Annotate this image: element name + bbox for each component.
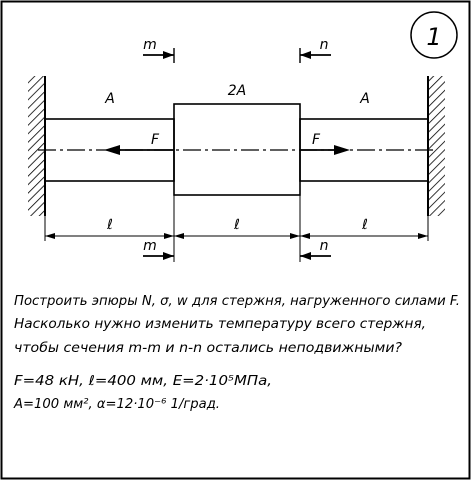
given-line-1: F=48 кН, ℓ=400 мм, E=2·10⁵МПа, <box>14 373 272 389</box>
section-n-bottom-label: n <box>320 238 329 254</box>
dimension-lines <box>44 181 429 262</box>
section-n-top-label: n <box>320 37 329 53</box>
force-label-left: F <box>151 132 160 148</box>
task-line-3: чтобы сечения m-m и n-n остались неподви… <box>14 340 402 356</box>
section-n-top-marker <box>299 48 331 63</box>
problem-number-badge: 1 <box>410 11 458 59</box>
left-wall-support <box>28 76 46 216</box>
task-line-2: Насколько нужно изменить температуру все… <box>14 316 426 332</box>
length-label-3: ℓ <box>361 217 368 233</box>
length-label-2: ℓ <box>233 217 240 233</box>
length-label-1: ℓ <box>106 217 113 233</box>
section-m-top-label: m <box>143 37 157 53</box>
right-wall-support <box>427 76 445 216</box>
area-label-right: A <box>359 91 370 107</box>
force-arrow-right <box>300 145 350 155</box>
section-n-bottom-marker <box>300 252 331 260</box>
problem-number: 1 <box>426 23 441 51</box>
force-label-right: F <box>312 132 321 148</box>
section-m-bottom-marker <box>143 252 174 260</box>
force-arrow-left <box>104 145 174 155</box>
given-line-2: A=100 мм², α=12·10⁻⁶ 1/град. <box>13 396 220 412</box>
area-label-middle: 2A <box>228 83 246 99</box>
section-m-top-marker <box>143 48 175 63</box>
section-m-bottom-label: m <box>143 238 157 254</box>
area-label-left: A <box>104 91 115 107</box>
task-line-1: Построить эпюры N, σ, w для стержня, наг… <box>14 293 460 309</box>
